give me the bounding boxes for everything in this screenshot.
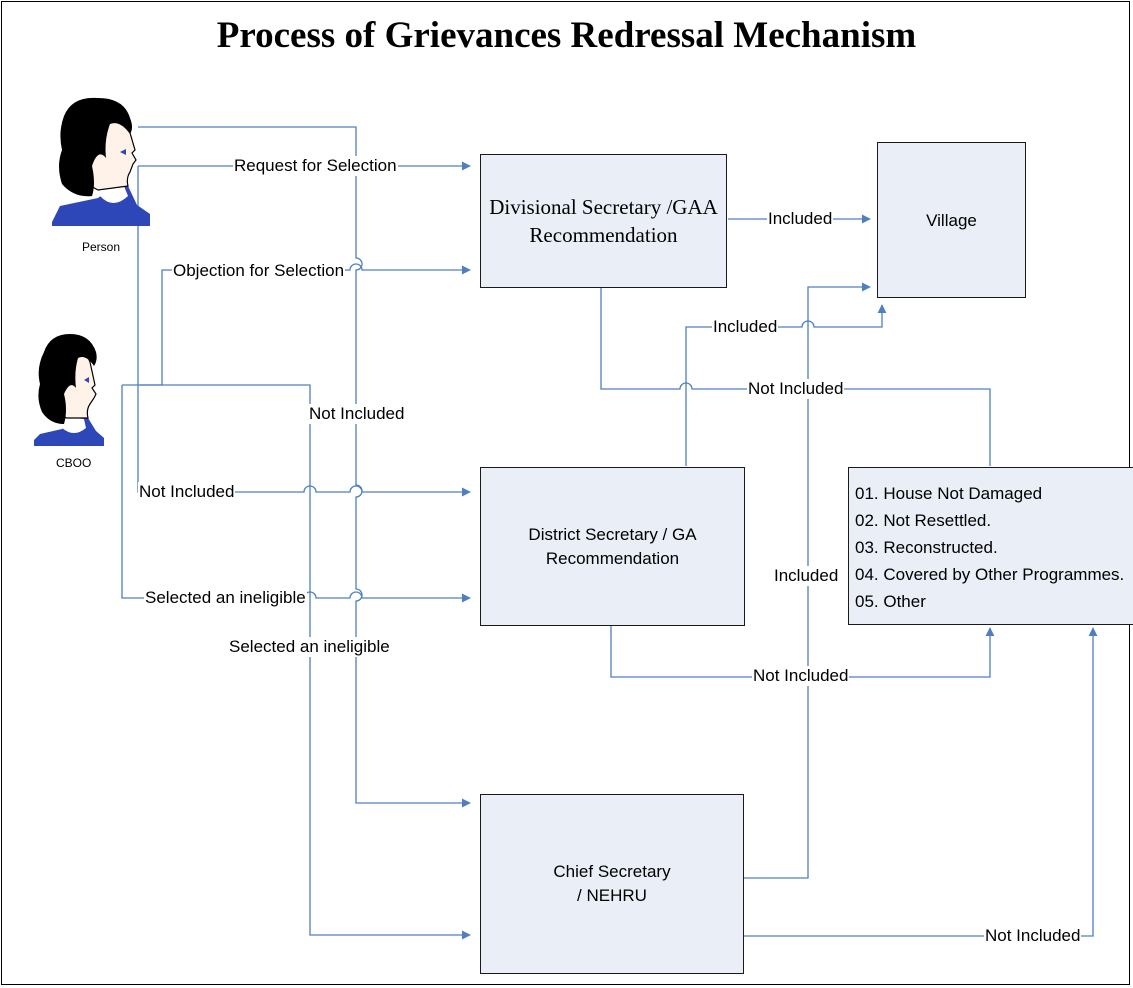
divisional-secretary-box: Divisional Secretary /GAA Recommendation (480, 154, 727, 288)
edge-chief-not-included (744, 627, 1098, 937)
district-secretary-text: District Secretary / GA Recommendation (528, 524, 697, 568)
reason-item: 01. House Not Damaged (855, 484, 1043, 503)
reason-item: 05. Other (855, 592, 926, 611)
label-not-included-chief: Not Included (984, 926, 1082, 946)
reason-item: 03. Reconstructed. (855, 538, 998, 557)
diagram-title: Process of Grievances Redressal Mechanis… (216, 15, 917, 56)
village-box: Village (877, 142, 1026, 298)
label-included-chief: Included (773, 566, 840, 586)
label-not-included-person: Not Included (138, 482, 236, 502)
district-secretary-box: District Secretary / GA Recommendation (480, 467, 745, 626)
reason-item: 02. Not Resettled. (855, 511, 992, 530)
person-label: Person (82, 240, 121, 254)
label-objection-for-selection: Objection for Selection (172, 261, 346, 281)
chief-secretary-box: Chief Secretary / NEHRU (480, 794, 744, 974)
label-selected-ineligible-cboo: Selected an ineligible (144, 588, 307, 608)
edge-person-not-included (137, 166, 471, 497)
label-not-included-district: Not Included (752, 666, 850, 686)
edge-divisional-not-included (600, 287, 991, 466)
edge-cboo-to-chief (140, 384, 471, 940)
label-included-district: Included (712, 317, 779, 337)
label-not-included-divisional: Not Included (747, 379, 845, 399)
edge-objection-selection (122, 263, 471, 386)
person-avatar (52, 97, 150, 226)
edge-person-to-chief (138, 126, 471, 808)
cboo-avatar (34, 334, 104, 446)
label-included-divisional: Included (767, 209, 834, 229)
village-text: Village (926, 211, 977, 230)
divisional-secretary-text: Divisional Secretary /GAA Recommendation (489, 195, 718, 247)
chief-secretary-text: Chief Secretary / NEHRU (553, 862, 671, 905)
label-selected-ineligible-vertical: Selected an ineligible (228, 637, 391, 657)
label-request-for-selection: Request for Selection (233, 156, 398, 176)
cboo-label: CBOO (56, 456, 92, 470)
not-included-reasons-box: 01. House Not Damaged 02. Not Resettled.… (848, 467, 1133, 625)
reason-item: 04. Covered by Other Programmes. (855, 565, 1125, 584)
label-not-included-vertical: Not Included (308, 404, 406, 424)
